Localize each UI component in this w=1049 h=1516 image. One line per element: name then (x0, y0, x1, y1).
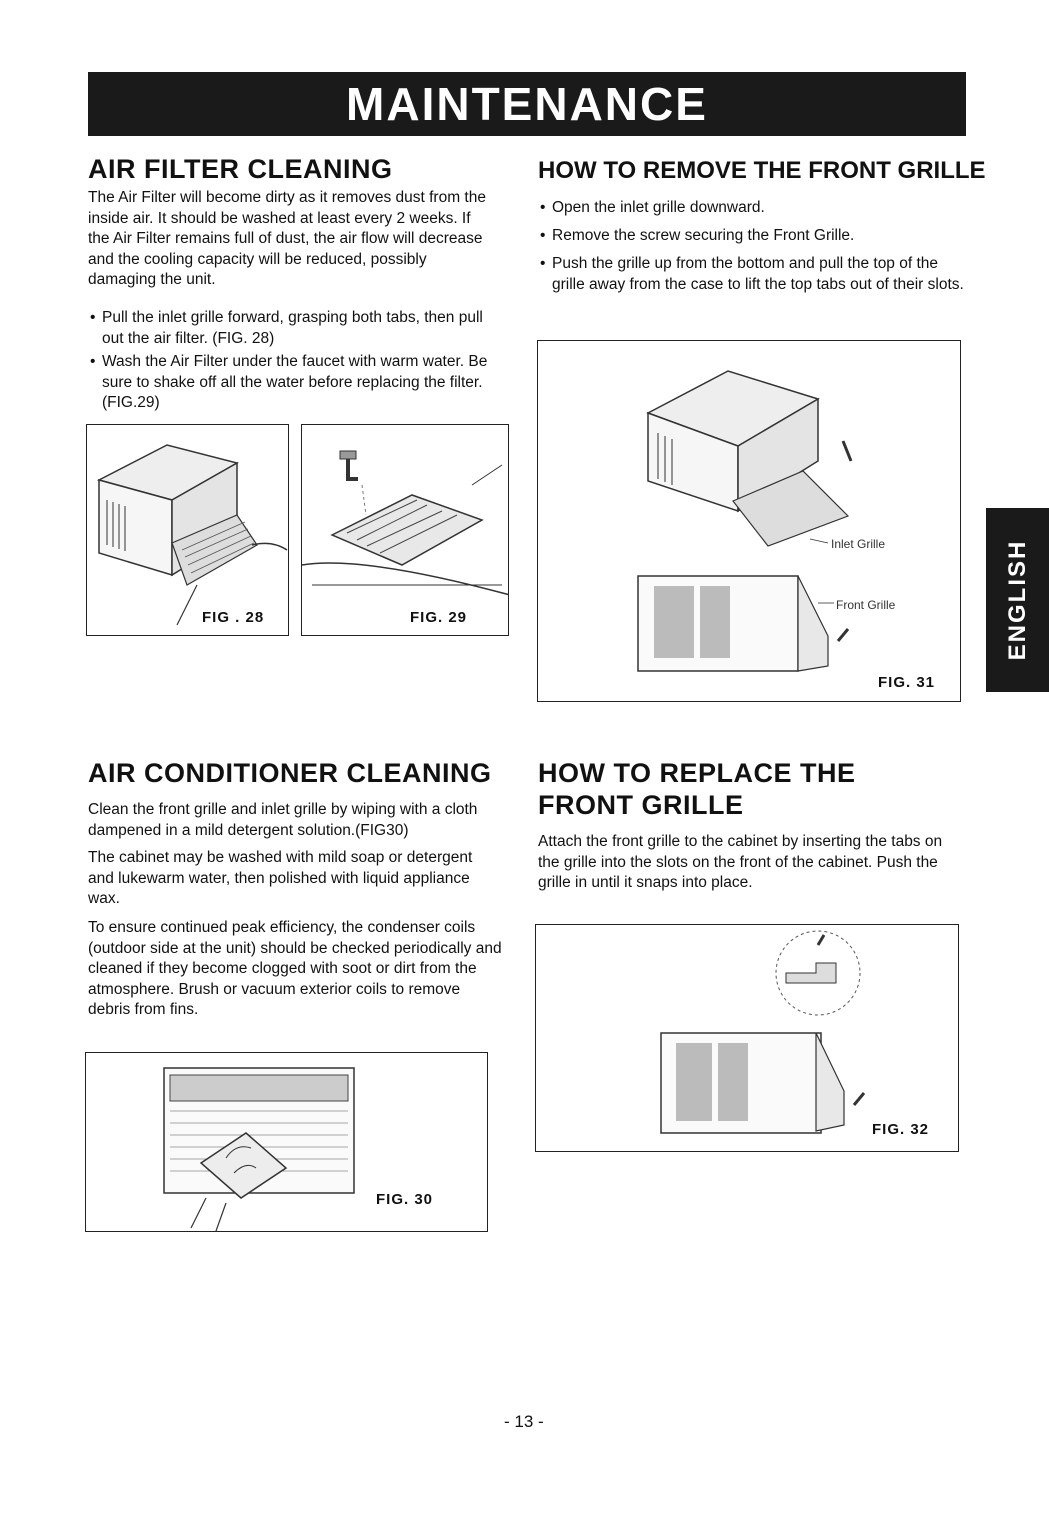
language-tab-label: ENGLISH (1003, 539, 1031, 661)
remove-grille-step-3: Push the grille up from the bottom and p… (538, 254, 972, 295)
figure-32: FIG. 32 (535, 924, 959, 1152)
figure-28: FIG . 28 (86, 424, 289, 636)
air-filter-intro: The Air Filter will become dirty as it r… (88, 189, 486, 288)
figure-28-label: FIG . 28 (202, 609, 265, 626)
section-banner: MAINTENANCE (88, 72, 966, 136)
figure-29-label: FIG. 29 (410, 609, 468, 626)
remove-grille-heading: HOW TO REMOVE THE FRONT GRILLE (538, 157, 986, 184)
figure-30: FIG. 30 (85, 1052, 488, 1232)
figure-32-label: FIG. 32 (872, 1121, 930, 1138)
replace-grille-heading-line-1: HOW TO REPLACE THE (538, 758, 856, 788)
figure-29: FIG. 29 (301, 424, 509, 636)
wiping-grille-illustration (163, 1067, 355, 1231)
ac-cleaning-para-2: The cabinet may be washed with mild soap… (88, 849, 473, 907)
replace-grille-heading-line-2: FRONT GRILLE (538, 790, 744, 820)
figure-31-label: FIG. 31 (878, 674, 936, 691)
air-filter-step-2: Wash the Air Filter under the faucet wit… (88, 352, 497, 414)
replace-grille-para: Attach the front grille to the cabinet b… (538, 833, 943, 891)
banner-title: MAINTENANCE (346, 78, 708, 130)
ac-cleaning-para-3: To ensure continued peak efficiency, the… (88, 919, 502, 1018)
page-number: - 13 - (504, 1412, 544, 1431)
ac-cleaning-para-1: Clean the front grille and inlet grille … (88, 801, 478, 839)
remove-grille-step-2: Remove the screw securing the Front Gril… (538, 226, 972, 247)
language-tab: ENGLISH (986, 508, 1049, 692)
air-filter-heading: AIR FILTER CLEANING (88, 154, 393, 184)
faucet-wash-illustration (302, 450, 508, 596)
remove-grille-illustration (637, 370, 853, 672)
replace-grille-illustration (660, 930, 866, 1134)
air-filter-step-1: Pull the inlet grille forward, grasping … (88, 308, 497, 349)
ac-unit-filter-illustration (96, 444, 288, 626)
remove-grille-step-1: Open the inlet grille downward. (538, 198, 972, 219)
figure-31: Inlet Grille Front Grille FIG. 31 (537, 340, 961, 702)
inlet-grille-callout: Inlet Grille (831, 537, 886, 551)
front-grille-callout: Front Grille (836, 598, 896, 612)
ac-cleaning-heading: AIR CONDITIONER CLEANING (88, 758, 492, 788)
figure-30-label: FIG. 30 (376, 1191, 434, 1208)
